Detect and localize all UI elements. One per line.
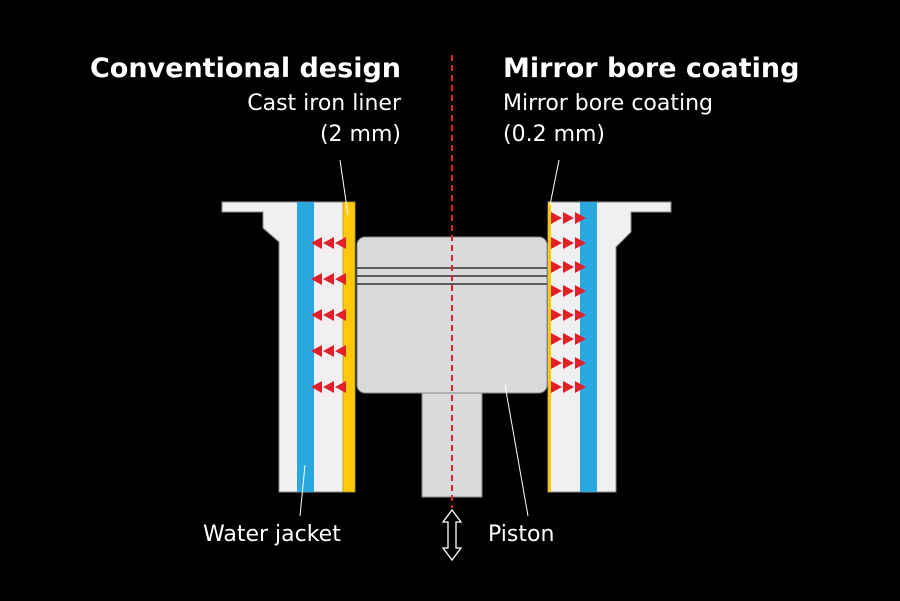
liner-leader-line <box>339 159 349 216</box>
heat-arrow-icon <box>335 381 346 393</box>
right-cylinder-wall <box>547 201 672 493</box>
cast-iron-liner-label: Cast iron liner <box>247 91 402 116</box>
piston-leader-line <box>504 384 529 517</box>
heat-arrow-icon <box>335 237 346 249</box>
heat-arrow-icon <box>575 285 586 297</box>
heat-arrow-icon <box>551 261 562 273</box>
heat-arrow-icon <box>575 333 586 345</box>
heat-arrow-icon <box>563 212 574 224</box>
heat-arrow-icon <box>323 309 334 321</box>
mirror-bore-coating <box>548 202 551 492</box>
heat-arrow-icon <box>551 381 562 393</box>
heat-arrow-icon <box>563 237 574 249</box>
heat-arrow-icon <box>551 357 562 369</box>
heat-arrow-icon <box>551 212 562 224</box>
heat-arrow-icon <box>563 357 574 369</box>
heat-arrow-icon <box>311 381 322 393</box>
heat-arrow-icon <box>575 309 586 321</box>
left-water-jacket <box>297 202 314 492</box>
heat-arrow-icon <box>551 237 562 249</box>
heat-arrow-icon <box>575 237 586 249</box>
heat-arrow-icon <box>323 381 334 393</box>
heat-arrow-icon <box>563 381 574 393</box>
heat-arrow-icon <box>311 345 322 357</box>
heat-arrow-icon <box>575 357 586 369</box>
heat-arrow-icon <box>563 285 574 297</box>
piston-label: Piston <box>488 522 554 547</box>
coating-leader-line <box>549 159 560 206</box>
heat-arrow-icon <box>311 237 322 249</box>
heat-arrow-icon <box>311 309 322 321</box>
water-jacket-leader-line <box>299 464 306 517</box>
heat-arrow-icon <box>575 381 586 393</box>
heat-arrow-icon <box>551 285 562 297</box>
heat-arrow-icon <box>323 273 334 285</box>
left-cylinder-wall <box>221 201 356 493</box>
water-jacket-label: Water jacket <box>203 522 341 547</box>
heat-arrow-icon <box>323 237 334 249</box>
mirror-bore-title: Mirror bore coating <box>503 53 799 84</box>
heat-arrow-icon <box>551 333 562 345</box>
heat-arrow-icon <box>323 345 334 357</box>
left-heat-arrows <box>311 237 346 393</box>
heat-arrow-icon <box>575 212 586 224</box>
heat-arrow-icon <box>335 345 346 357</box>
heat-arrow-icon <box>335 273 346 285</box>
mirror-bore-coating-label: Mirror bore coating <box>503 91 713 116</box>
heat-arrow-icon <box>563 333 574 345</box>
up-down-arrow-icon <box>441 508 463 562</box>
right-heat-arrows <box>551 212 586 393</box>
heat-arrow-icon <box>311 273 322 285</box>
right-water-jacket <box>580 202 597 492</box>
coating-thickness-label: (0.2 mm) <box>503 122 605 147</box>
heat-arrow-icon <box>563 309 574 321</box>
conventional-design-title: Conventional design <box>90 53 401 84</box>
heat-arrow-icon <box>563 261 574 273</box>
heat-arrow-icon <box>575 261 586 273</box>
liner-thickness-label: (2 mm) <box>320 122 401 147</box>
heat-arrow-icon <box>551 309 562 321</box>
heat-arrow-icon <box>335 309 346 321</box>
